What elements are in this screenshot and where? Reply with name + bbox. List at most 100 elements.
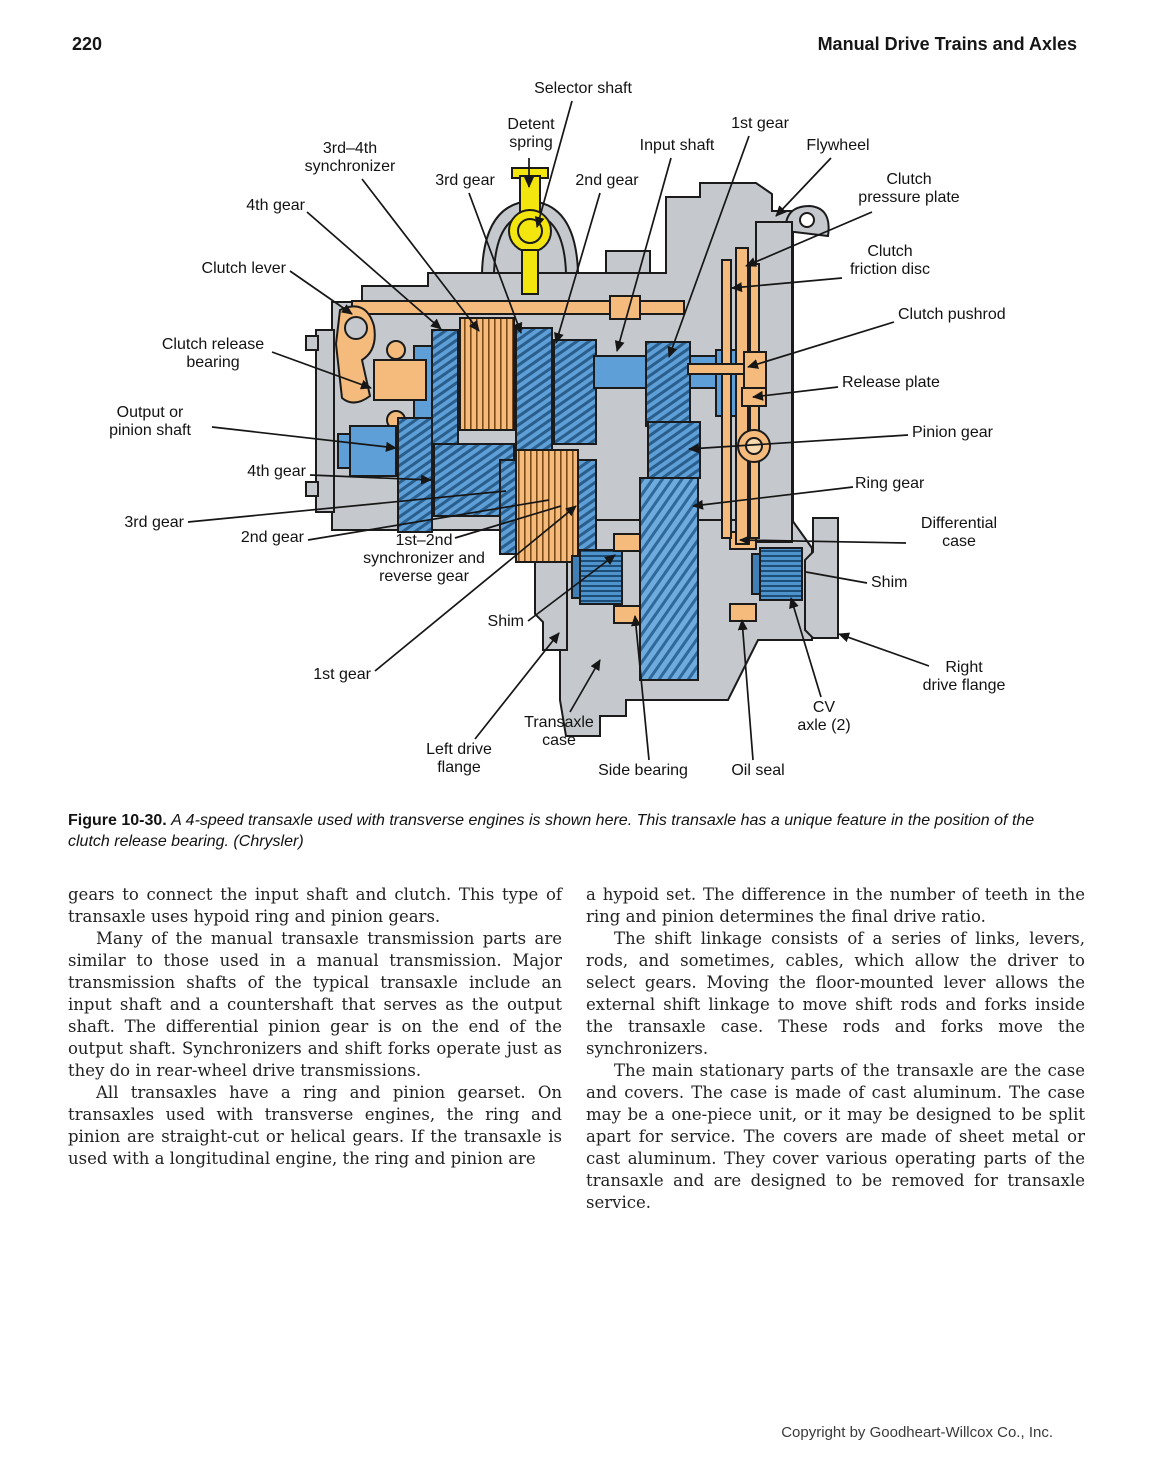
leader-first-gear-top — [667, 135, 750, 358]
selector-shaft-knob-inner — [517, 218, 543, 244]
body-column-left: gears to connect the input shaft and clu… — [68, 884, 562, 1170]
leader-cv-axle — [789, 597, 822, 698]
left-end-cover — [315, 329, 335, 513]
right-drive-flange-shape — [804, 517, 839, 639]
figure-label-flywheel: Flywheel — [806, 137, 870, 154]
case-top-block — [605, 250, 651, 274]
figure-caption-label: Figure 10-30. — [68, 812, 167, 829]
figure-label-clutch-pressure-plate: Clutch pressure plate — [858, 171, 960, 206]
figure-caption: Figure 10-30. A 4-speed transaxle used w… — [68, 810, 1064, 852]
selector-shaft-knob — [508, 209, 552, 253]
leader-second-gear-top — [554, 192, 601, 344]
figure-label-shim-left: Shim — [487, 613, 524, 630]
transaxle-diagram — [187, 100, 930, 761]
figure-label-clutch-pushrod: Clutch pushrod — [898, 306, 1006, 323]
figure-label-third-gear-top: 3rd gear — [435, 172, 495, 189]
paragraph: All transaxles have a ring and pinion ge… — [68, 1083, 562, 1168]
leader-right-drive-flange — [838, 632, 930, 667]
leader-selector-shaft — [534, 100, 573, 228]
gear-1st-input — [645, 341, 691, 427]
figure-label-second-gear-top: 2nd gear — [575, 172, 639, 189]
body-column-right: a hypoid set. The difference in the numb… — [586, 884, 1085, 1214]
leader-differential-case — [739, 535, 907, 546]
figure-label-transaxle-case: Transaxle case — [524, 714, 594, 749]
pinion-gear-shape — [647, 421, 701, 479]
clutch-hub — [743, 351, 767, 393]
case-mount-hole — [799, 212, 815, 228]
case-bolt-upper — [305, 335, 319, 351]
figure-label-fourth-gear-left: 4th gear — [247, 463, 306, 480]
leader-synchronizer-1-2 — [454, 505, 562, 539]
figure-label-second-gear-left: 2nd gear — [240, 529, 304, 546]
figure-label-right-drive-flange: Right drive flange — [922, 659, 1006, 694]
leader-clutch-friction-disc — [731, 277, 843, 293]
figure-label-first-gear-bottom: 1st gear — [313, 666, 371, 683]
leader-fourth-gear-left — [309, 474, 432, 485]
leader-clutch-release-bearing — [271, 351, 372, 390]
synchronizer-3-4-stack — [459, 317, 515, 431]
ring-gear-shape — [639, 477, 699, 681]
figure-label-selector-shaft: Selector shaft — [534, 80, 632, 97]
figure-label-clutch-friction-disc: Clutch friction disc — [849, 243, 931, 278]
output-shaft-stub — [349, 425, 397, 477]
leader-fourth-gear-top — [306, 211, 442, 330]
figure-label-release-plate: Release plate — [842, 374, 940, 391]
leader-shim-left — [527, 554, 616, 622]
diff-left-hub-ring — [571, 555, 581, 599]
leader-clutch-lever — [289, 270, 353, 315]
leader-input-shaft — [614, 157, 672, 352]
paragraph: gears to connect the input shaft and clu… — [68, 885, 562, 926]
leader-synchronizer-3-4 — [361, 178, 480, 332]
paragraph: a hypoid set. The difference in the numb… — [586, 885, 1085, 926]
selector-shaft-stem — [519, 175, 541, 213]
leader-output-or-pinion-shaft — [211, 426, 397, 452]
diff-right-hub — [759, 547, 803, 601]
figure-label-differential-case: Differential case — [920, 515, 998, 550]
leader-transaxle-case — [569, 659, 601, 713]
leader-shim-right — [805, 571, 868, 584]
figure-label-cv-axle: CV axle (2) — [797, 699, 851, 734]
figure-label-ring-gear: Ring gear — [855, 475, 925, 492]
page-number: 220 — [72, 34, 103, 54]
case-bolt-lower — [305, 481, 319, 497]
figure-label-clutch-release-bearing: Clutch release bearing — [161, 336, 265, 371]
clutch-lever-hole — [344, 316, 368, 340]
figure-label-pinion-gear: Pinion gear — [912, 424, 993, 441]
paragraph: The shift linkage consists of a series o… — [586, 929, 1085, 1058]
leader-third-gear-left — [187, 490, 507, 523]
figure-label-first-gear-top: 1st gear — [731, 115, 789, 132]
gear-2nd-input — [553, 339, 597, 445]
leader-ring-gear — [692, 486, 854, 510]
leader-clutch-pushrod — [747, 321, 895, 369]
leader-pinion-gear — [688, 434, 909, 454]
running-head: Manual Drive Trains and Axles — [817, 34, 1077, 54]
leader-oil-seal — [737, 619, 754, 761]
figure-label-shim-right: Shim — [871, 574, 908, 591]
leader-lines — [187, 100, 930, 761]
figure-label-fourth-gear-top: 4th gear — [246, 197, 305, 214]
figure-label-left-drive-flange: Left drive flange — [426, 741, 492, 776]
selector-shaft-lower-stem — [521, 249, 539, 295]
leader-flywheel — [775, 157, 832, 217]
gear-1st-output — [577, 459, 597, 555]
figure-label-oil-seal: Oil seal — [731, 762, 785, 779]
paragraph: The main stationary parts of the transax… — [586, 1061, 1085, 1212]
paragraph: Many of the manual transaxle transmissio… — [68, 929, 562, 1080]
figure-label-synchronizer-3-4: 3rd–4th synchronizer — [304, 140, 396, 175]
figure-label-detent-spring: Detent spring — [507, 116, 555, 151]
figure-label-output-or-pinion-shaft: Output or pinion shaft — [109, 404, 191, 439]
copyright-footer: Copyright by Goodheart-Willcox Co., Inc. — [781, 1424, 1053, 1441]
shift-rail-lug — [609, 295, 641, 320]
leader-side-bearing — [630, 615, 650, 761]
output-shaft-end — [337, 433, 351, 469]
side-bearing-right-bottom — [729, 603, 757, 622]
synchronizer-1-2-stack — [515, 449, 579, 563]
figure-label-side-bearing: Side bearing — [598, 762, 688, 779]
figure-label-third-gear-left: 3rd gear — [124, 514, 184, 531]
leader-left-drive-flange — [474, 632, 560, 740]
figure-label-clutch-lever: Clutch lever — [201, 260, 286, 277]
figure-label-synchronizer-1-2: 1st–2nd synchronizer and reverse gear — [363, 532, 485, 585]
figure-caption-text: A 4-speed transaxle used with transverse… — [68, 812, 1035, 850]
side-bearing-left-top — [613, 533, 641, 552]
